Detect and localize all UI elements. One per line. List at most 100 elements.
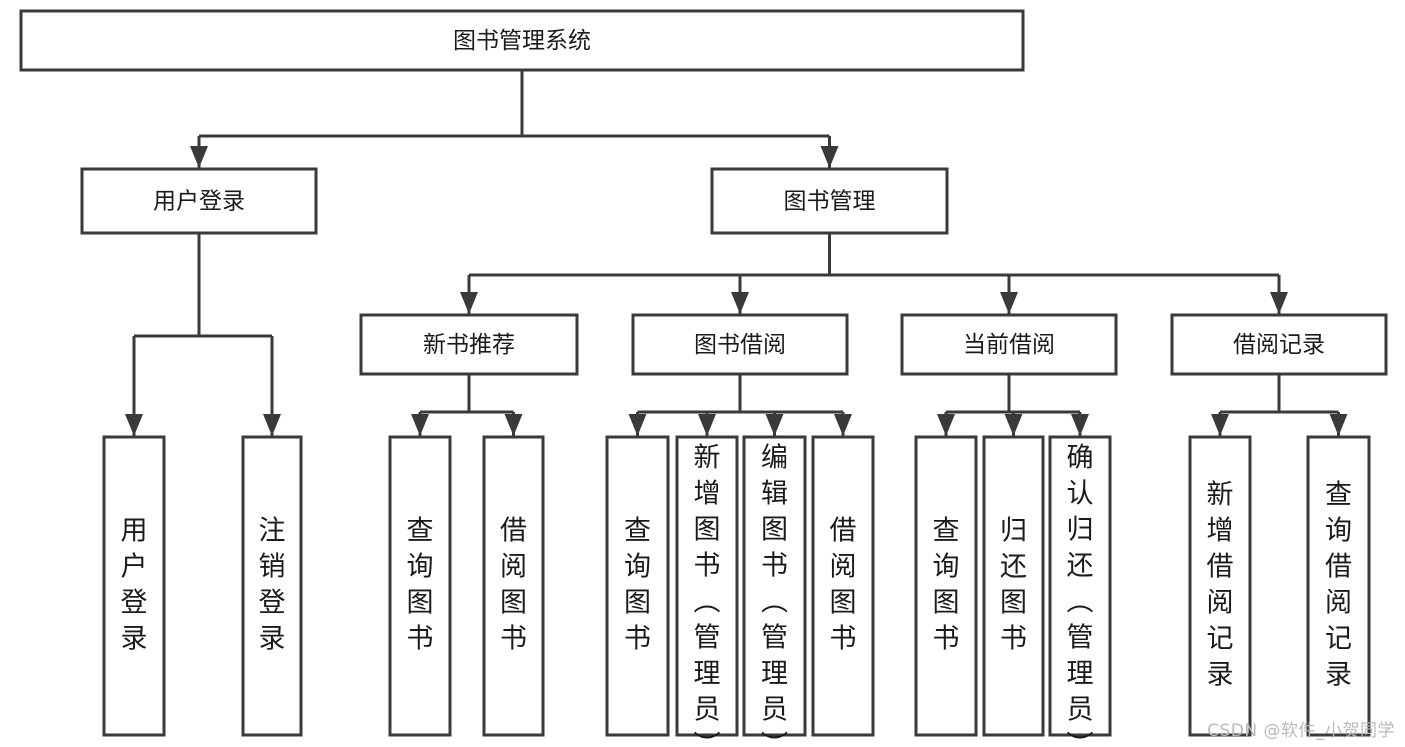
node-box-leaf-query-book-2 xyxy=(605,435,670,737)
node-current-borrow[interactable]: 当前借阅 xyxy=(900,313,1118,376)
node-label-leaf-return-book: 图 xyxy=(1000,588,1027,619)
node-label-leaf-confirm-return: 确 xyxy=(1067,443,1094,474)
node-label-book-manage: 图书管理 xyxy=(784,189,876,215)
arrow-head-icon xyxy=(731,292,749,314)
node-label-leaf-confirm-return: ︶ xyxy=(1067,731,1094,747)
arrow-head-icon xyxy=(820,146,839,168)
node-label-leaf-add-book: 增 xyxy=(694,479,721,510)
node-label-leaf-query-book-3: 图 xyxy=(933,588,960,619)
node-label-leaf-query-book-2: 询 xyxy=(624,552,651,583)
node-box-leaf-user-logout xyxy=(241,435,303,737)
node-label-leaf-query-book-3: 查 xyxy=(933,516,960,547)
node-label-leaf-add-record: 录 xyxy=(1207,660,1234,691)
node-label-leaf-add-book: 管 xyxy=(694,623,721,654)
arrow-head-icon xyxy=(698,414,716,436)
node-label-leaf-borrow-book-2: 图 xyxy=(830,588,857,619)
connector-layer xyxy=(125,70,1348,436)
node-box-leaf-add-record xyxy=(1188,435,1252,737)
node-label-leaf-query-record: 记 xyxy=(1325,624,1352,655)
node-label-leaf-query-book-2: 图 xyxy=(624,588,651,619)
node-label-borrow-record: 借阅记录 xyxy=(1233,332,1325,358)
node-label-leaf-confirm-return: 理 xyxy=(1067,659,1094,690)
node-box-book-borrow xyxy=(631,313,849,376)
node-leaf-user-login[interactable]: 用户登录 xyxy=(102,435,166,737)
node-label-leaf-edit-book: 理 xyxy=(761,659,788,690)
node-box-leaf-confirm-return xyxy=(1048,435,1112,737)
arrow-head-icon xyxy=(834,414,852,436)
node-label-leaf-borrow-book-1: 阅 xyxy=(500,552,527,583)
node-box-borrow-record xyxy=(1170,313,1388,376)
node-box-user-login xyxy=(80,167,318,235)
node-label-leaf-confirm-return: 员 xyxy=(1067,695,1094,726)
node-label-leaf-confirm-return: 还 xyxy=(1067,551,1094,582)
arrow-head-icon xyxy=(125,414,143,436)
node-label-leaf-query-book-1: 询 xyxy=(407,552,434,583)
node-label-leaf-user-logout: 录 xyxy=(259,624,286,655)
node-box-leaf-user-login xyxy=(102,435,166,737)
node-label-leaf-user-logout: 登 xyxy=(259,588,286,619)
node-label-leaf-user-logout: 注 xyxy=(259,516,286,547)
node-label-leaf-return-book: 书 xyxy=(1000,624,1027,655)
node-label-leaf-user-logout: 销 xyxy=(259,552,286,583)
node-label-leaf-query-book-1: 图 xyxy=(407,588,434,619)
arrow-head-icon xyxy=(504,414,523,436)
node-label-leaf-add-book: ︵ xyxy=(694,587,721,618)
node-book-borrow[interactable]: 图书借阅 xyxy=(631,313,849,376)
node-box-book-manage xyxy=(710,167,949,235)
node-label-current-borrow: 当前借阅 xyxy=(963,332,1055,358)
node-label-leaf-add-record: 新 xyxy=(1207,480,1234,511)
node-label-leaf-confirm-return: 归 xyxy=(1067,515,1094,546)
node-label-new-book-recommend: 新书推荐 xyxy=(423,332,515,358)
node-label-leaf-return-book: 还 xyxy=(1000,552,1027,583)
arrow-head-icon xyxy=(937,414,955,436)
arrow-head-icon xyxy=(263,414,281,436)
arrow-head-icon xyxy=(1000,292,1018,314)
node-label-leaf-edit-book: ︵ xyxy=(761,587,788,618)
node-new-book-recommend[interactable]: 新书推荐 xyxy=(359,313,579,376)
node-label-leaf-edit-book: 管 xyxy=(761,623,788,654)
node-label-leaf-user-login: 用 xyxy=(121,516,148,547)
node-label-leaf-add-record: 阅 xyxy=(1207,588,1234,619)
arrow-head-icon xyxy=(1329,414,1348,436)
node-label-leaf-query-book-2: 书 xyxy=(624,624,651,655)
node-box-new-book-recommend xyxy=(359,313,579,376)
arrow-head-icon xyxy=(765,414,784,436)
node-label-leaf-user-login: 录 xyxy=(121,624,148,655)
node-label-leaf-user-login: 登 xyxy=(121,588,148,619)
node-box-current-borrow xyxy=(900,313,1118,376)
node-borrow-record[interactable]: 借阅记录 xyxy=(1170,313,1388,376)
arrow-head-icon xyxy=(1270,292,1288,314)
node-label-leaf-edit-book: ︶ xyxy=(761,731,788,747)
node-label-leaf-query-record: 阅 xyxy=(1325,588,1352,619)
node-box-leaf-edit-book xyxy=(742,435,807,737)
node-label-leaf-edit-book: 图 xyxy=(761,515,788,546)
node-book-manage[interactable]: 图书管理 xyxy=(710,167,949,235)
node-label-leaf-confirm-return: ︵ xyxy=(1067,587,1094,618)
node-label-leaf-borrow-book-1: 借 xyxy=(500,516,527,547)
node-label-leaf-borrow-book-1: 图 xyxy=(500,588,527,619)
node-label-leaf-add-book: 书 xyxy=(694,551,721,582)
node-label-leaf-edit-book: 员 xyxy=(761,695,788,726)
node-layer: 图书管理系统用户登录图书管理新书推荐图书借阅当前借阅借阅记录用户登录注销登录查询… xyxy=(19,9,1388,747)
node-user-login[interactable]: 用户登录 xyxy=(80,167,318,235)
node-box-leaf-borrow-book-2 xyxy=(811,435,875,737)
node-box-root xyxy=(19,9,1025,72)
node-label-leaf-user-login: 户 xyxy=(121,552,148,583)
node-label-leaf-edit-book: 辑 xyxy=(761,479,788,510)
node-root[interactable]: 图书管理系统 xyxy=(19,9,1025,72)
node-label-root: 图书管理系统 xyxy=(453,28,591,54)
